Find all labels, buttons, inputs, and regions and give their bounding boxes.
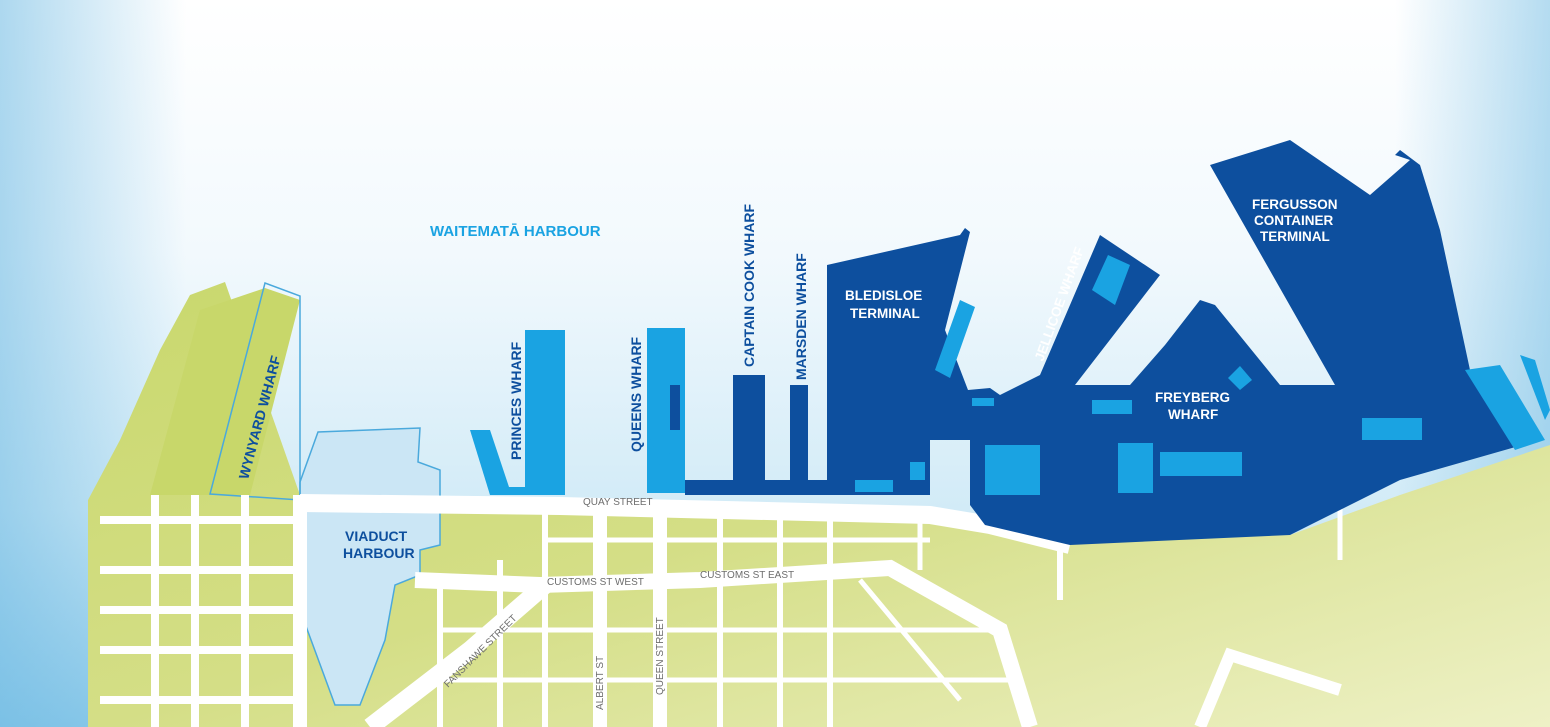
freyberg-wharf-label-1: FREYBERG <box>1155 390 1230 405</box>
road-network <box>100 494 1343 727</box>
harbour-label: WAITEMATĀ HARBOUR <box>430 223 601 240</box>
wynyard-land <box>150 288 300 495</box>
port-complex <box>685 140 1540 545</box>
land-cbd <box>88 282 1550 727</box>
queens-wharf-label: QUEENS WHARF <box>628 336 644 452</box>
captain-cook-wharf-label: CAPTAIN COOK WHARF <box>741 203 757 367</box>
port-buildings <box>855 255 1550 495</box>
marsden-wharf-label: MARSDEN WHARF <box>793 253 809 380</box>
viaduct-harbour-label-1: VIADUCT <box>345 528 408 544</box>
wynyard-wharf-outline <box>209 282 301 501</box>
bledisloe-terminal-label-2: TERMINAL <box>850 306 920 321</box>
fergusson-terminal-label-1: FERGUSSON <box>1252 197 1338 212</box>
princes-wharf-label: PRINCES WHARF <box>508 341 524 460</box>
queens-wharf <box>647 328 685 493</box>
fergusson-terminal-label-3: TERMINAL <box>1260 229 1330 244</box>
quay-street-label: QUAY STREET <box>583 497 653 508</box>
customs-st-west-label: CUSTOMS ST WEST <box>547 577 644 588</box>
albert-st-label: ALBERT ST <box>595 656 606 710</box>
princes-wharf <box>470 330 565 495</box>
queen-street-label: QUEEN STREET <box>655 617 666 695</box>
freyberg-wharf-label-2: WHARF <box>1168 407 1218 422</box>
bledisloe-terminal-label-1: BLEDISLOE <box>845 288 922 303</box>
customs-st-east-label: CUSTOMS ST EAST <box>700 570 794 581</box>
fergusson-terminal-label-2: CONTAINER <box>1254 213 1333 228</box>
viaduct-harbour-label-2: HARBOUR <box>343 545 415 561</box>
